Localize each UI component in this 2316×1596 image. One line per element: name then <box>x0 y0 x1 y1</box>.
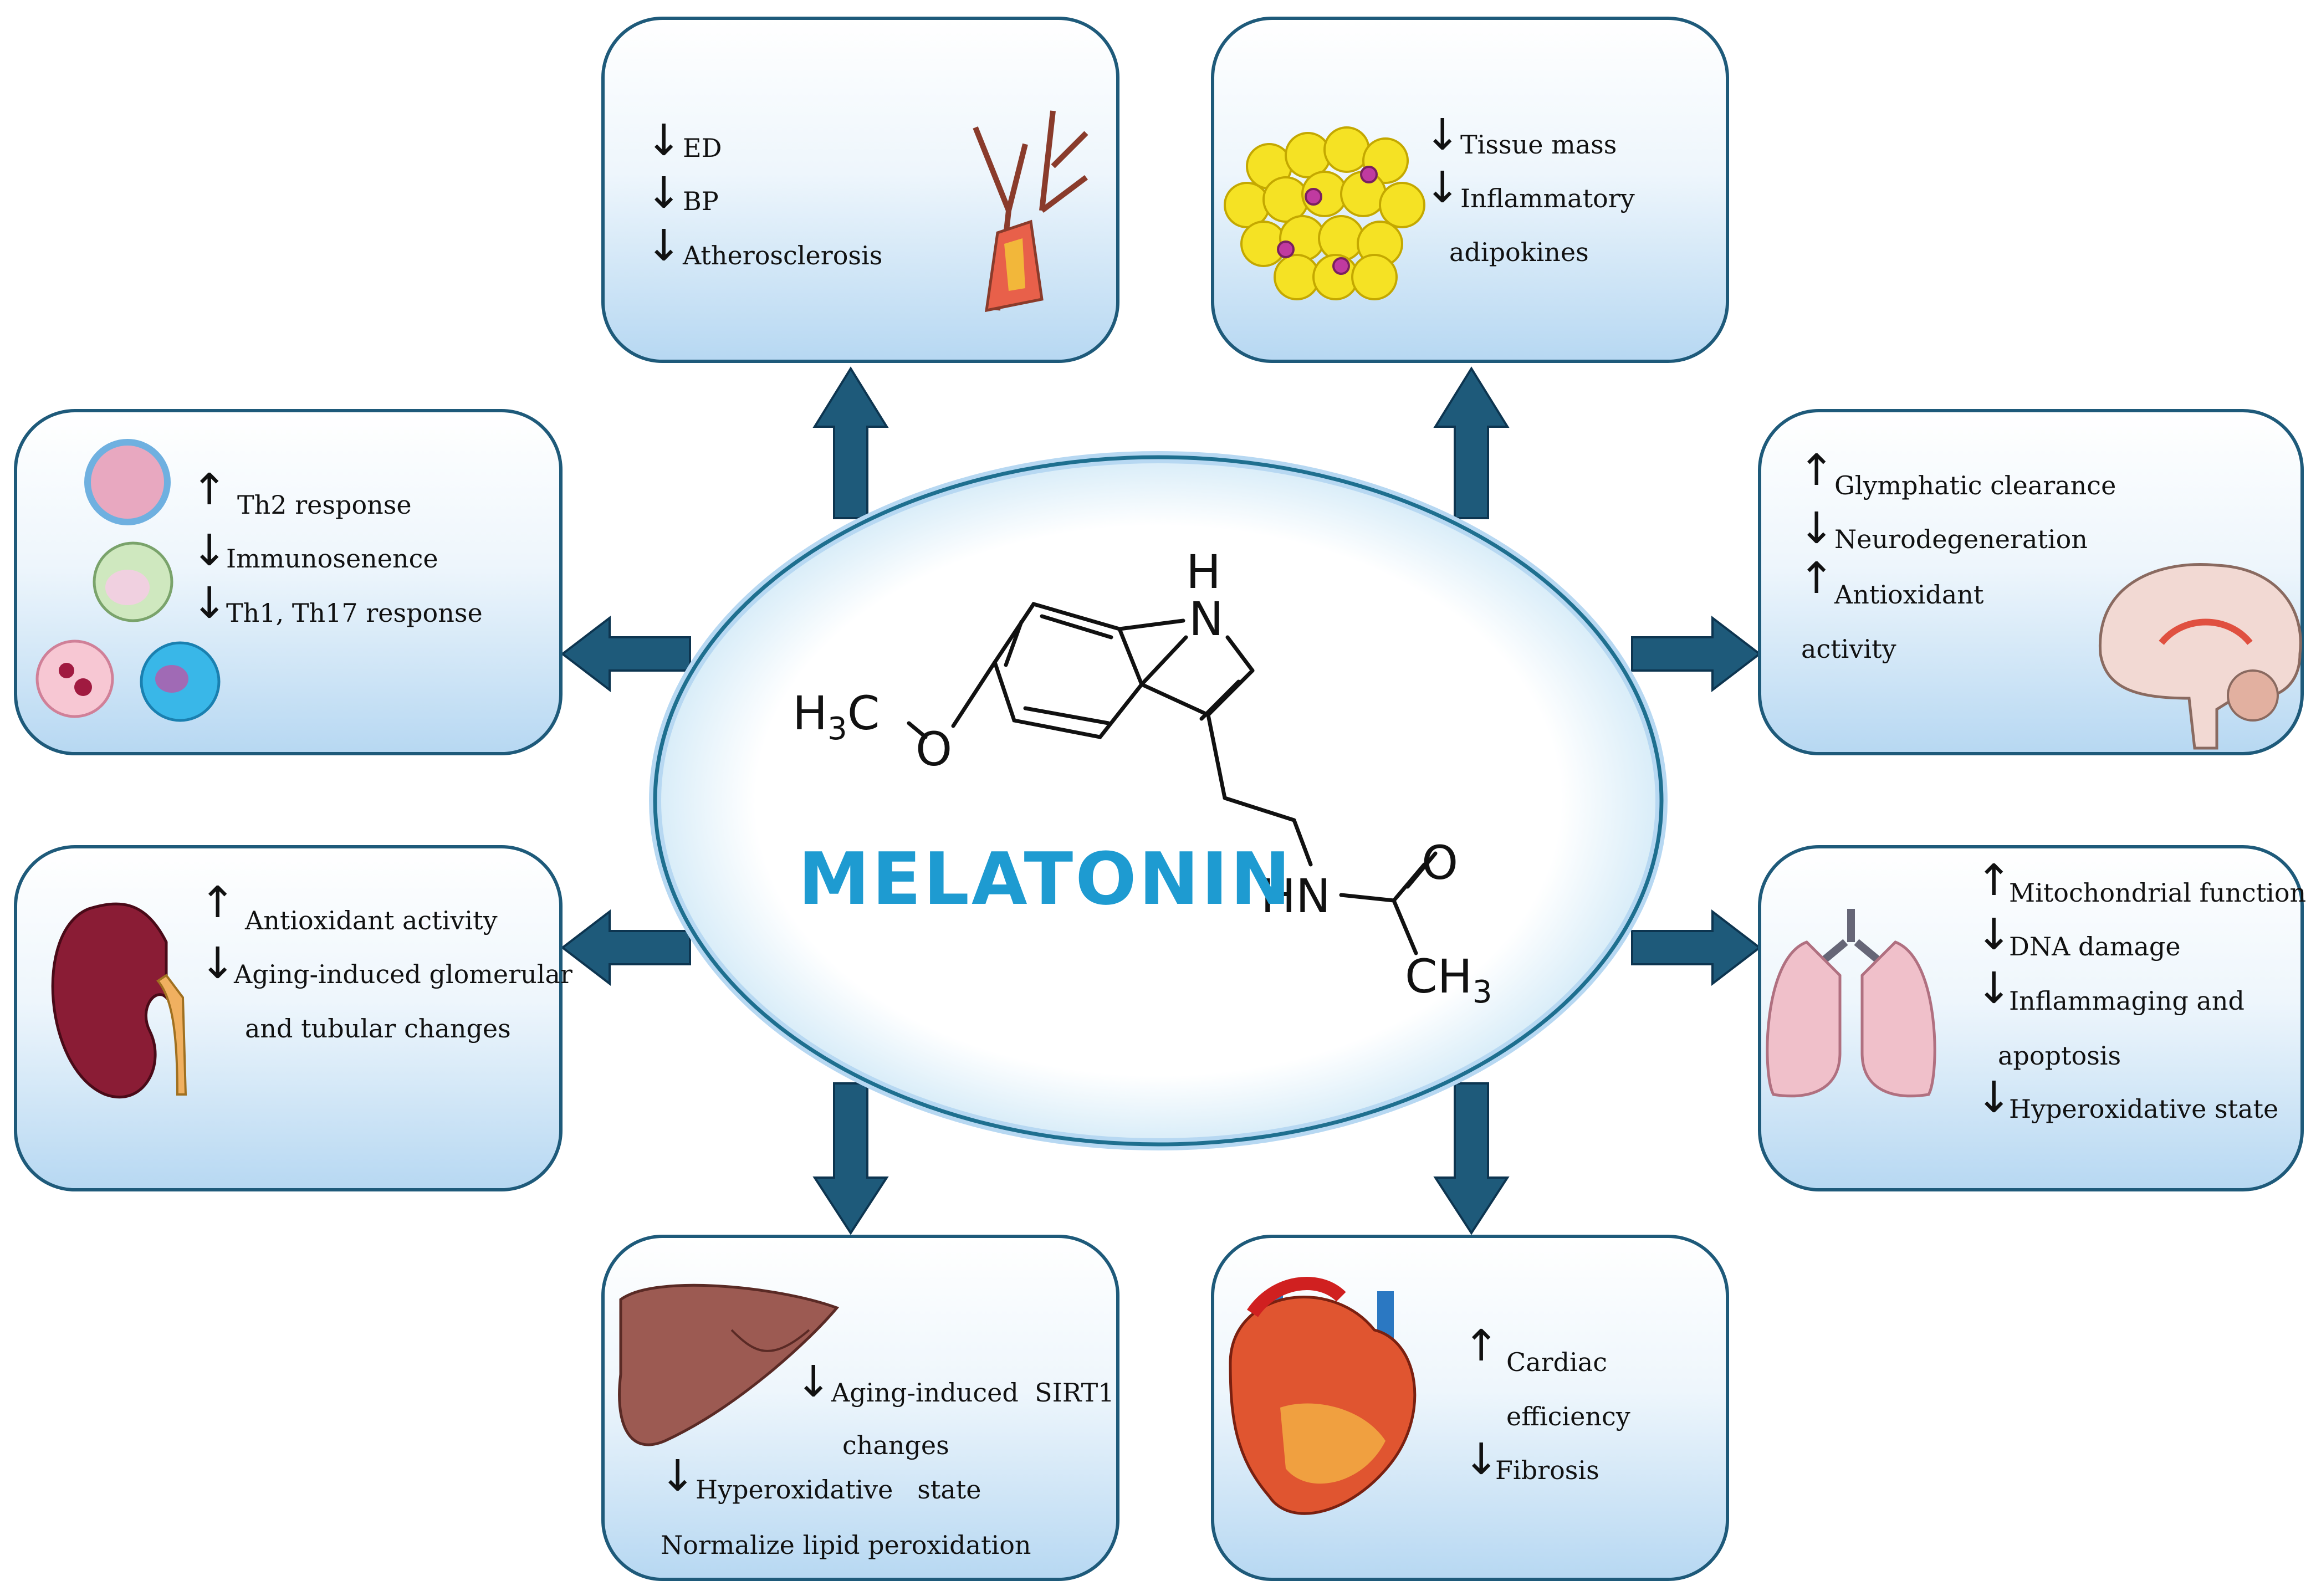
immune-arrow-2: ↓ <box>191 526 228 576</box>
liver-arrow-2: ↓ <box>659 1451 696 1501</box>
atom-hn: HN <box>1261 869 1331 923</box>
vascular-line-3: Atherosclerosis <box>683 241 883 270</box>
heart-line-3: Fibrosis <box>1495 1455 1599 1485</box>
atom-n: N <box>1189 592 1224 646</box>
kidney-arrow-1: ↑ <box>200 878 236 928</box>
adipose-arrow-2: ↓ <box>1424 163 1461 213</box>
arrow-left-immune <box>560 615 691 693</box>
arrow-up-vascular <box>812 366 889 519</box>
kidney-line-2: Aging-induced glomerular <box>234 959 572 989</box>
atom-o-carbonyl: O <box>1422 836 1459 890</box>
atom-ch3: CH3 <box>1405 949 1492 1010</box>
liver-line-3: Hyperoxidative state <box>696 1475 981 1505</box>
heart-box <box>1211 1235 1729 1581</box>
liver-line-2: changes <box>842 1430 949 1460</box>
arrow-up-adipose <box>1433 366 1510 519</box>
arrow-right-brain <box>1631 615 1762 693</box>
arrow-left-kidney <box>560 909 691 986</box>
melatonin-ellipse <box>649 451 1668 1150</box>
immune-line-1: Th2 response <box>237 490 412 520</box>
atom-h3c: H3C <box>793 686 880 747</box>
liver-arrow-1: ↓ <box>795 1357 832 1407</box>
brain-arrow-1: ↑ <box>1798 446 1835 495</box>
brain-arrow-2: ↓ <box>1798 504 1835 554</box>
immune-arrow-3: ↓ <box>191 579 228 628</box>
heart-arrow-1: ↑ <box>1463 1321 1500 1371</box>
adipose-line-2: Inflammatory <box>1460 183 1635 213</box>
lung-line-1: Mitochondrial function <box>2009 878 2307 908</box>
kidney-arrow-2: ↓ <box>200 939 236 989</box>
adipose-line-3: adipokines <box>1449 237 1589 267</box>
vascular-line-1: ED <box>683 133 722 163</box>
vascular-arrow-3: ↓ <box>646 221 682 271</box>
arrow-down-liver <box>812 1082 889 1235</box>
heart-line-2: efficiency <box>1506 1401 1630 1431</box>
vascular-arrow-2: ↓ <box>646 168 682 218</box>
brain-arrow-3: ↑ <box>1798 554 1835 603</box>
kidney-line-3: and tubular changes <box>245 1014 511 1043</box>
lung-line-4: apoptosis <box>1998 1041 2121 1071</box>
liver-line-1: Aging-induced SIRT1 <box>831 1378 1114 1408</box>
immune-line-2: Immunosenence <box>226 544 438 574</box>
brain-line-2: Neurodegeneration <box>1834 524 2088 554</box>
melatonin-title: MELATONIN <box>798 837 1293 921</box>
adipose-line-1: Tissue mass <box>1460 130 1617 160</box>
arrow-down-heart <box>1433 1082 1510 1235</box>
lung-line-2: DNA damage <box>2009 932 2181 961</box>
lung-arrow-4: ↓ <box>1976 1073 2012 1123</box>
immune-box <box>14 409 563 755</box>
atom-h: H <box>1186 545 1221 599</box>
heart-line-1: Cardiac <box>1506 1347 1607 1377</box>
lung-arrow-3: ↓ <box>1976 964 2012 1014</box>
lung-line-3: Inflammaging and <box>2009 986 2245 1016</box>
lung-box <box>1758 845 2304 1191</box>
brain-line-3: Antioxidant <box>1834 580 1984 610</box>
vascular-arrow-1: ↓ <box>646 116 682 166</box>
liver-box <box>601 1235 1119 1581</box>
brain-line-1: Glymphatic clearance <box>1834 470 2116 500</box>
lung-arrow-2: ↓ <box>1976 910 2012 960</box>
immune-arrow-1: ↑ <box>191 465 228 515</box>
melatonin-structure <box>907 601 1438 955</box>
atom-o-ether: O <box>916 722 953 776</box>
immune-line-3: Th1, Th17 response <box>226 598 483 628</box>
liver-line-4: Normalize lipid peroxidation <box>661 1530 1031 1560</box>
brain-line-4: activity <box>1801 634 1896 664</box>
lung-line-5: Hyperoxidative state <box>2009 1094 2279 1124</box>
adipose-arrow-1: ↓ <box>1424 110 1461 160</box>
arrow-right-lung <box>1631 909 1762 986</box>
vascular-line-2: BP <box>683 186 719 216</box>
heart-arrow-2: ↓ <box>1463 1435 1500 1485</box>
lung-arrow-1: ↑ <box>1976 856 2012 906</box>
kidney-line-1: Antioxidant activity <box>245 906 498 935</box>
